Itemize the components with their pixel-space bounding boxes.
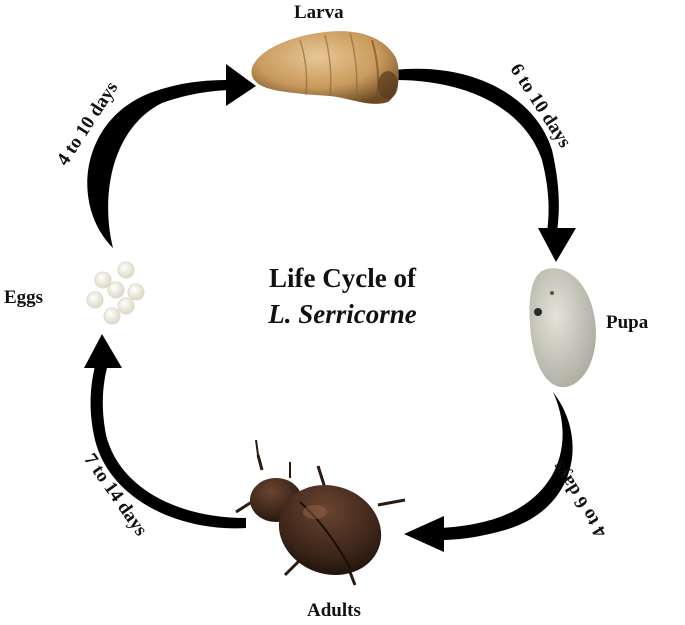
larva-image bbox=[251, 31, 399, 104]
diagram-title-line2: L. Serricorne bbox=[268, 299, 417, 329]
arrow-larva-to-pupa bbox=[395, 68, 576, 262]
stage-label-eggs: Eggs bbox=[4, 287, 44, 308]
stage-label-pupa: Pupa bbox=[606, 312, 649, 333]
diagram-title-line1: Life Cycle of bbox=[269, 263, 416, 293]
arrow-eggs-to-larva bbox=[87, 64, 256, 248]
arrow-pupa-to-adults bbox=[404, 392, 573, 552]
eggs-image bbox=[86, 261, 145, 325]
pupa-image bbox=[529, 268, 596, 388]
stage-label-larva: Larva bbox=[294, 2, 344, 23]
arrow-adults-to-eggs bbox=[84, 334, 246, 529]
adult-beetle-image bbox=[235, 439, 406, 586]
stage-label-adults: Adults bbox=[307, 600, 361, 621]
